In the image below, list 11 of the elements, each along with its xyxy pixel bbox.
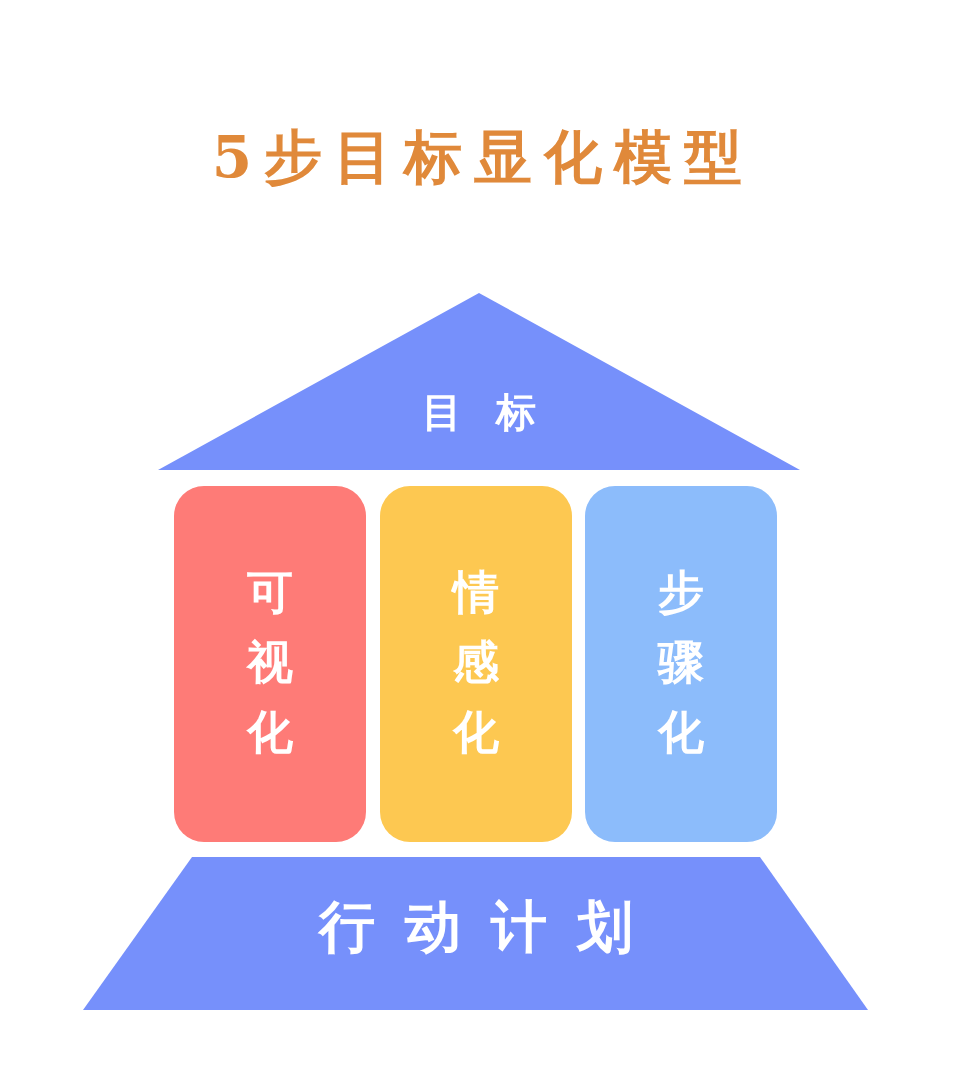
roof-label: 目标 bbox=[422, 391, 570, 432]
pillar-panel bbox=[380, 486, 572, 842]
diagram-title: 5步目标显化模型 bbox=[211, 128, 755, 186]
pillar-label: 可视化 bbox=[247, 564, 293, 761]
pillar-label: 情感化 bbox=[453, 564, 499, 761]
base-trapezoid bbox=[83, 857, 868, 1010]
base-label: 行动计划 bbox=[318, 897, 663, 954]
pillar-label: 步骤化 bbox=[658, 564, 704, 761]
roof-triangle bbox=[158, 293, 800, 470]
pillar-panel bbox=[174, 486, 366, 842]
pillar-panel bbox=[585, 486, 777, 842]
